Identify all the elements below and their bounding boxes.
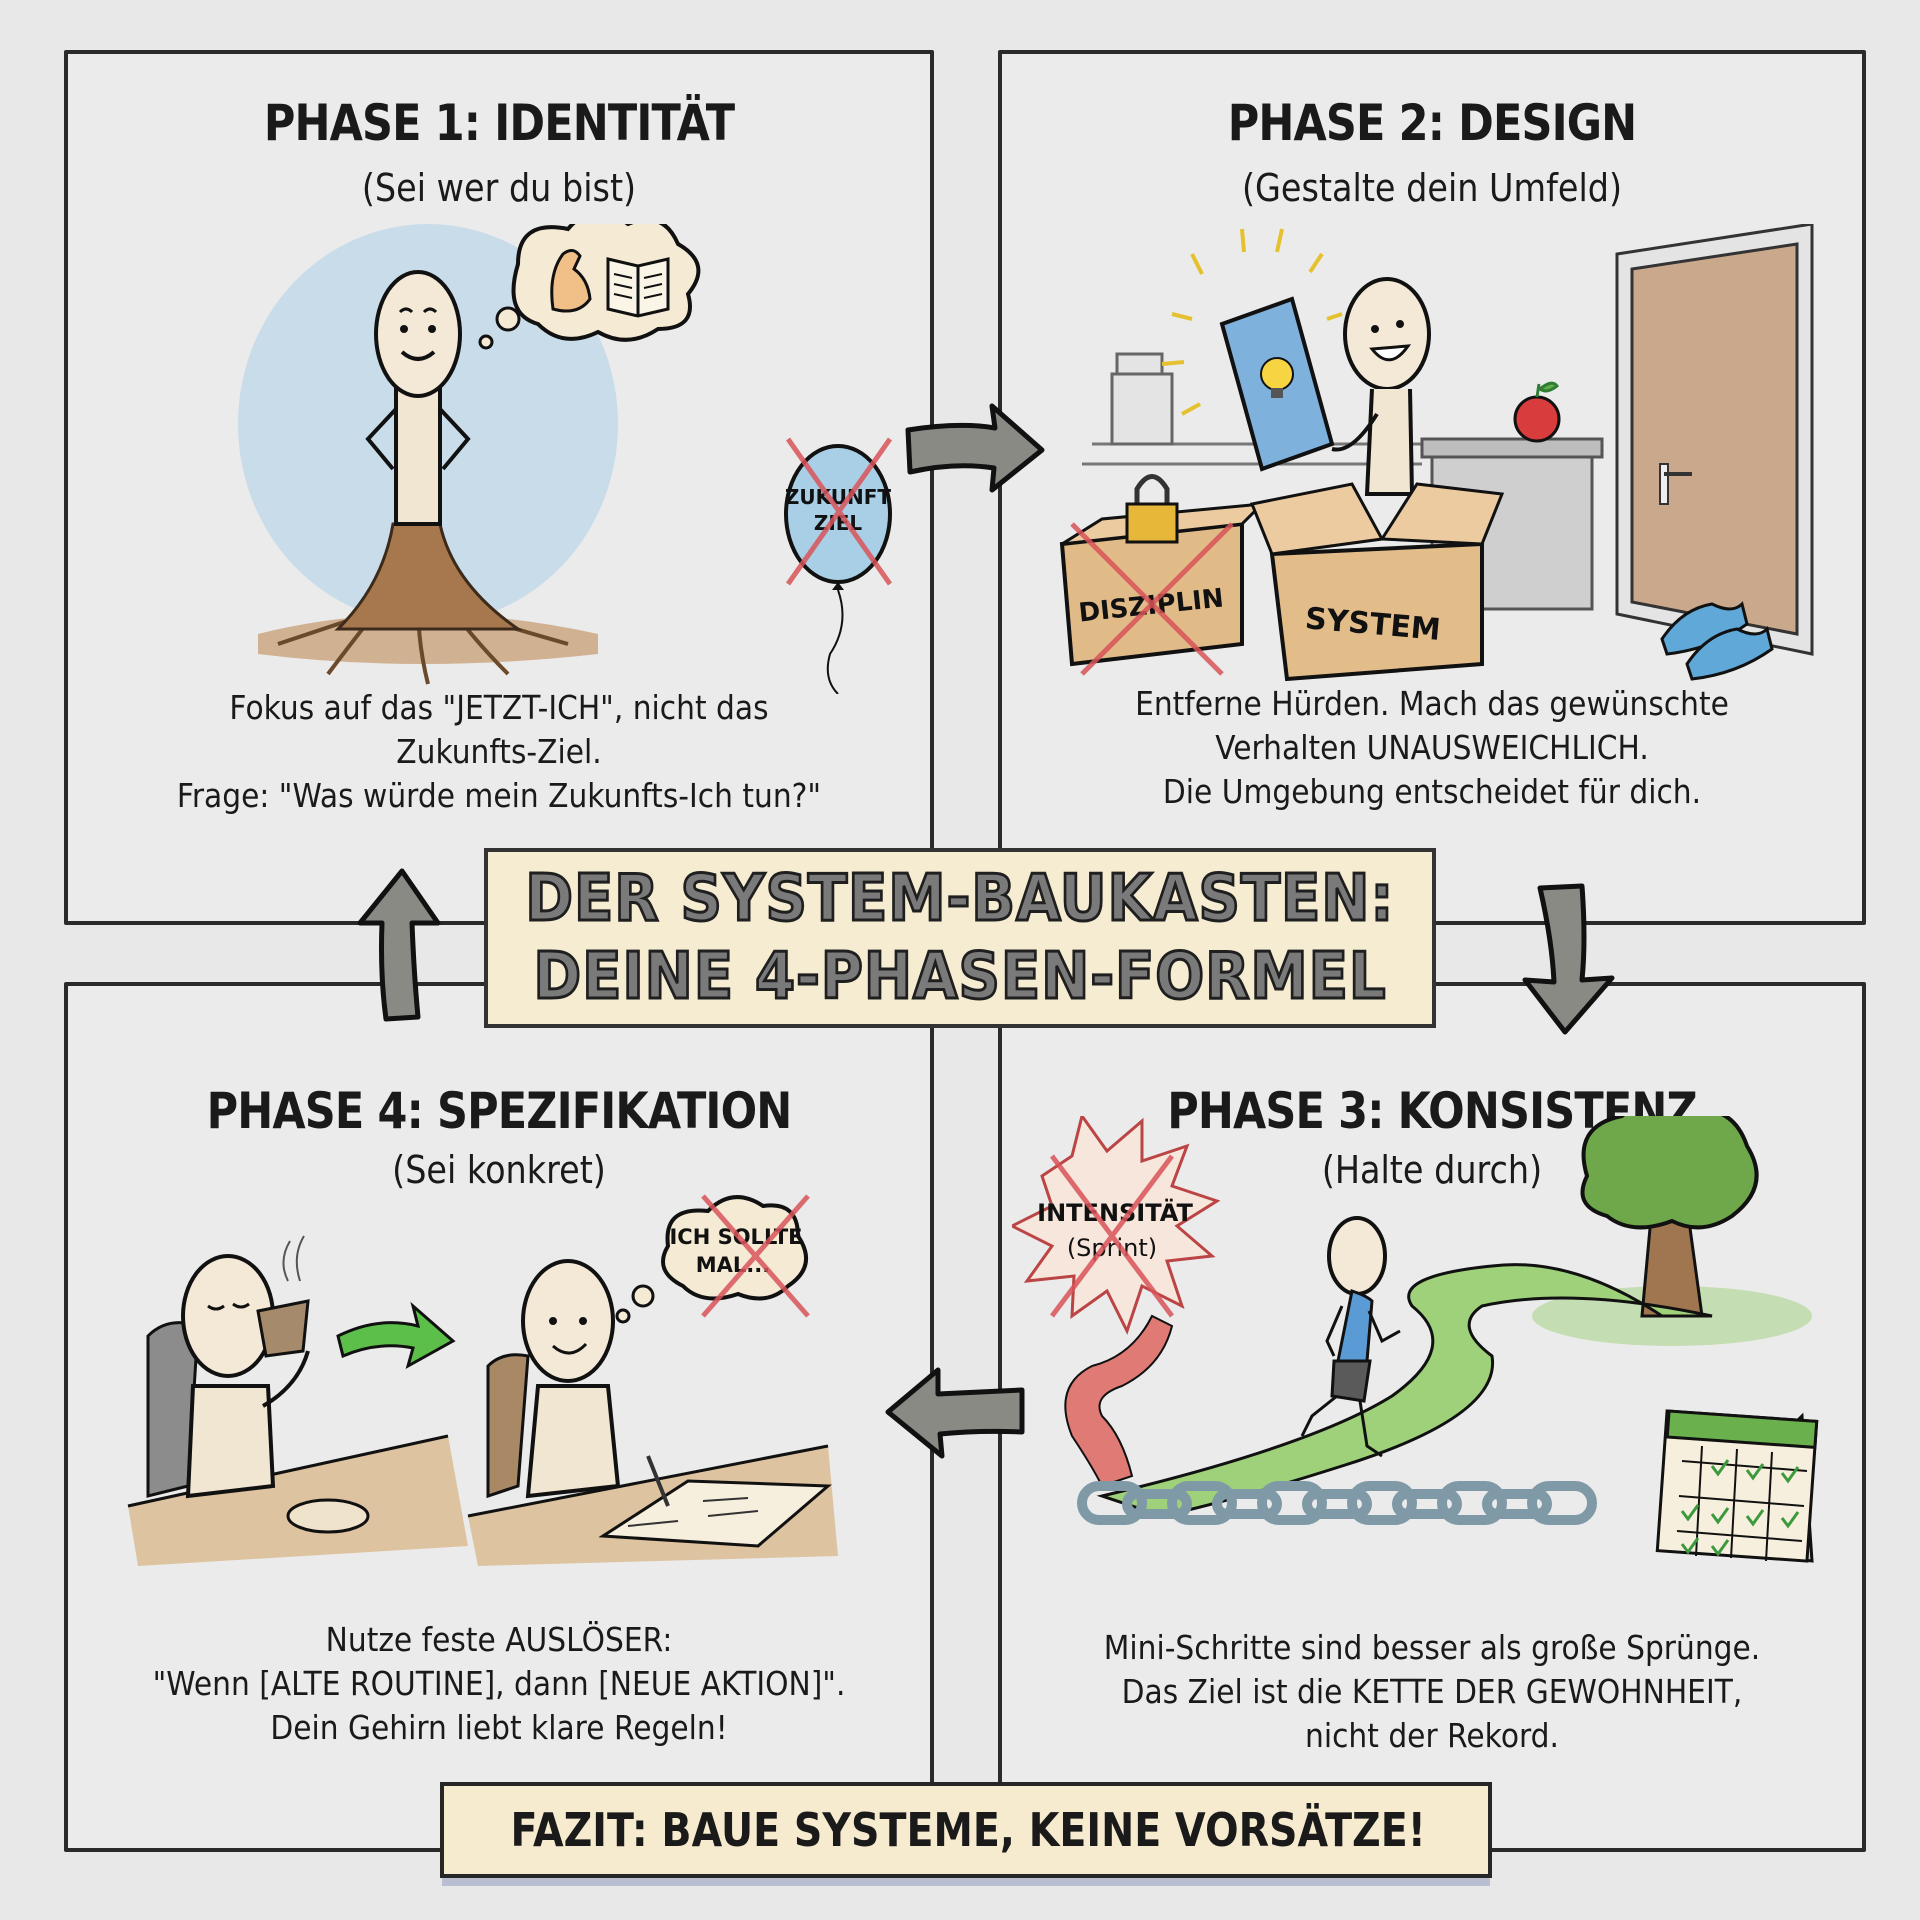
description-line: Frage: "Was würde mein Zukunfts-Ich tun?… (176, 776, 822, 815)
main-title-line1: DER SYSTEM-BAUKASTEN: (524, 861, 1395, 938)
description-line: Das Ziel ist die KETTE DER GEWOHNHEIT, (1121, 1672, 1743, 1711)
coffee-cup-icon (256, 1299, 310, 1358)
phase-1-illustration: ZUKUNFT ZIEL (238, 224, 893, 694)
phase-1-description: Fokus auf das "JETZT-ICH", nicht das Zuk… (129, 686, 869, 818)
phase-2-title: PHASE 2: DESIGN (1227, 94, 1637, 152)
phase-4-illustration: ICH SOLLTE MAL... (127, 1194, 838, 1566)
green-arrow-icon (336, 1301, 456, 1370)
table-icon (128, 1436, 468, 1566)
sneakers-icon (1660, 601, 1774, 681)
phase-4-title: PHASE 4: SPEZIFIKATION (206, 1082, 793, 1140)
phase-3-panel: PHASE 3: KONSISTENZ (Halte durch) INTENS… (998, 982, 1866, 1852)
intensity-burst-icon: INTENSITÄT (Sprint) (1012, 1116, 1221, 1335)
phase-1-subtitle: (Sei wer du bist) (361, 166, 637, 210)
phase-2-illustration: DISZIPLIN SYSTEM (1059, 224, 1814, 682)
phase-2-description: Entferne Hürden. Mach das gewünschte Ver… (1063, 682, 1801, 814)
open-book-icon (606, 257, 670, 318)
phase-3-subtitle: (Halte durch) (1321, 1148, 1543, 1192)
chain-icon (1077, 1481, 1597, 1525)
fazit-text: FAZIT: BAUE SYSTEME, KEINE VORSÄTZE! (510, 1803, 1426, 1857)
description-line: Dein Gehirn liebt klare Regeln! (270, 1708, 728, 1747)
cross-out-icon (701, 1194, 810, 1318)
stick-figure-icon (365, 270, 471, 526)
phase-2-subtitle: (Gestalte dein Umfeld) (1241, 166, 1623, 210)
disziplin-box-icon: DISZIPLIN (1059, 474, 1267, 676)
system-box-icon: SYSTEM (1249, 482, 1505, 682)
phase-2-panel: PHASE 2: DESIGN (Gestalte dein Umfeld) (998, 50, 1866, 925)
runner-icon (1300, 1216, 1401, 1458)
chair-icon (486, 1353, 530, 1499)
calendar-checkmarks-icon (1655, 1409, 1819, 1563)
phase-1-title: PHASE 1: IDENTITÄT (263, 94, 735, 152)
saucer-icon (286, 1498, 370, 1534)
phase-3-description: Mini-Schritte sind besser als große Sprü… (1063, 1626, 1801, 1758)
description-line: Mini-Schritte sind besser als große Sprü… (1103, 1628, 1761, 1667)
lightbulb-book-icon (1161, 228, 1343, 472)
description-line: "Wenn [ALTE ROUTINE], dann [NEUE AKTION]… (152, 1664, 846, 1703)
cross-out-icon (1070, 522, 1234, 676)
journal-writer-icon: ICH SOLLTE MAL... (467, 1194, 838, 1566)
flexed-biceps-icon (550, 249, 592, 313)
apple-icon (1513, 381, 1561, 443)
cross-out-icon (785, 437, 893, 586)
balloon-label-line1: ZUKUNFT (785, 485, 892, 509)
description-line: nicht der Rekord. (1305, 1716, 1559, 1755)
future-goal-balloon-icon: ZUKUNFT ZIEL (784, 437, 893, 694)
steam-icon (282, 1235, 305, 1282)
description-line: Zukunfts-Ziel. (396, 732, 602, 771)
description-line: Fokus auf das "JETZT-ICH", nicht das (229, 688, 769, 727)
fazit-banner: FAZIT: BAUE SYSTEME, KEINE VORSÄTZE! (440, 1782, 1492, 1878)
phase-1-panel: PHASE 1: IDENTITÄT (Sei wer du bist) (64, 50, 934, 925)
green-path-icon (1096, 1263, 1713, 1518)
coffee-drinker-icon (127, 1235, 468, 1566)
arrow-left-icon (885, 1367, 1025, 1459)
description-line: Verhalten UNAUSWEICHLICH. (1215, 728, 1649, 767)
description-line: Die Umgebung entscheidet für dich. (1162, 772, 1702, 811)
main-title-box: DER SYSTEM-BAUKASTEN: DEINE 4-PHASEN-FOR… (484, 848, 1436, 1028)
roots-icon (258, 522, 598, 685)
arrow-up-icon (357, 868, 441, 1022)
arrow-right-icon (905, 403, 1045, 493)
phase-4-panel: PHASE 4: SPEZIFIKATION (Sei konkret) (64, 982, 934, 1852)
padlock-icon (1125, 474, 1179, 544)
phase-4-description: Nutze feste AUSLÖSER: "Wenn [ALTE ROUTIN… (129, 1618, 869, 1750)
cross-out-icon (1050, 1154, 1174, 1318)
burst-label-line1: INTENSITÄT (1037, 1198, 1193, 1227)
thought-bubble-icon (478, 224, 701, 350)
description-line: Nutze feste AUSLÖSER: (325, 1620, 673, 1659)
arrow-down-icon (1522, 883, 1615, 1035)
door-icon (1615, 224, 1814, 656)
pen-icon (646, 1455, 670, 1507)
main-title-line2: DEINE 4-PHASEN-FORMEL (532, 939, 1387, 1016)
journal-icon (598, 1479, 832, 1548)
phase-3-illustration: INTENSITÄT (Sprint) (1012, 1116, 1819, 1563)
phase-4-subtitle: (Sei konkret) (392, 1148, 606, 1192)
stick-figure-icon (1331, 277, 1431, 496)
red-path-icon (1064, 1314, 1174, 1488)
description-line: Entferne Hürden. Mach das gewünschte (1135, 684, 1729, 723)
